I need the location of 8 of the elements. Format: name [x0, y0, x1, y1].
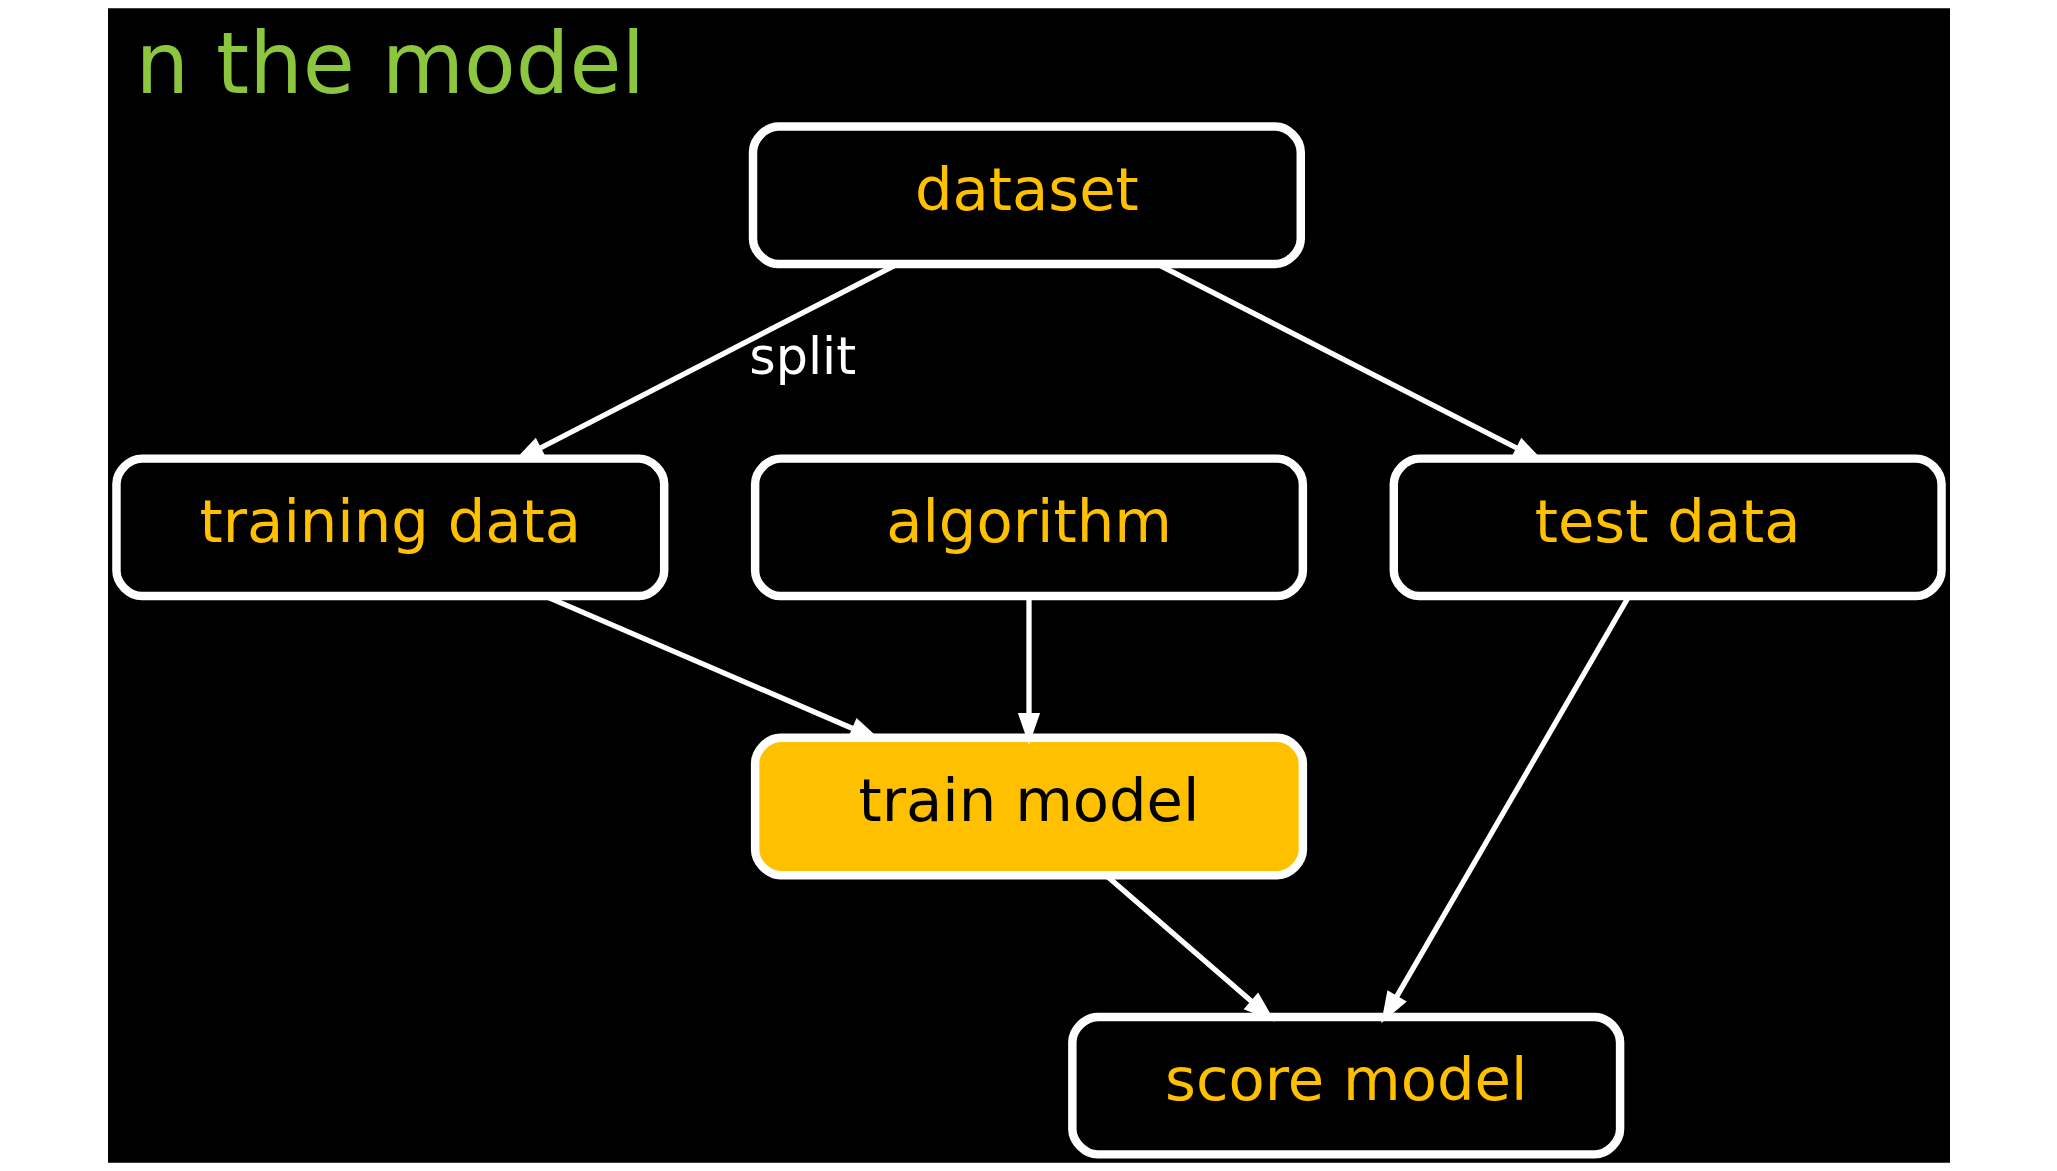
node-box: test data [1389, 454, 1946, 601]
edge-label: split [748, 327, 856, 387]
node-box: train model [750, 733, 1307, 880]
diagram-title: n the model [135, 13, 645, 113]
node-box: score model [1067, 1012, 1624, 1159]
node-box: dataset [748, 122, 1305, 269]
node-box: training data [111, 454, 668, 601]
node-box: algorithm [750, 454, 1307, 601]
